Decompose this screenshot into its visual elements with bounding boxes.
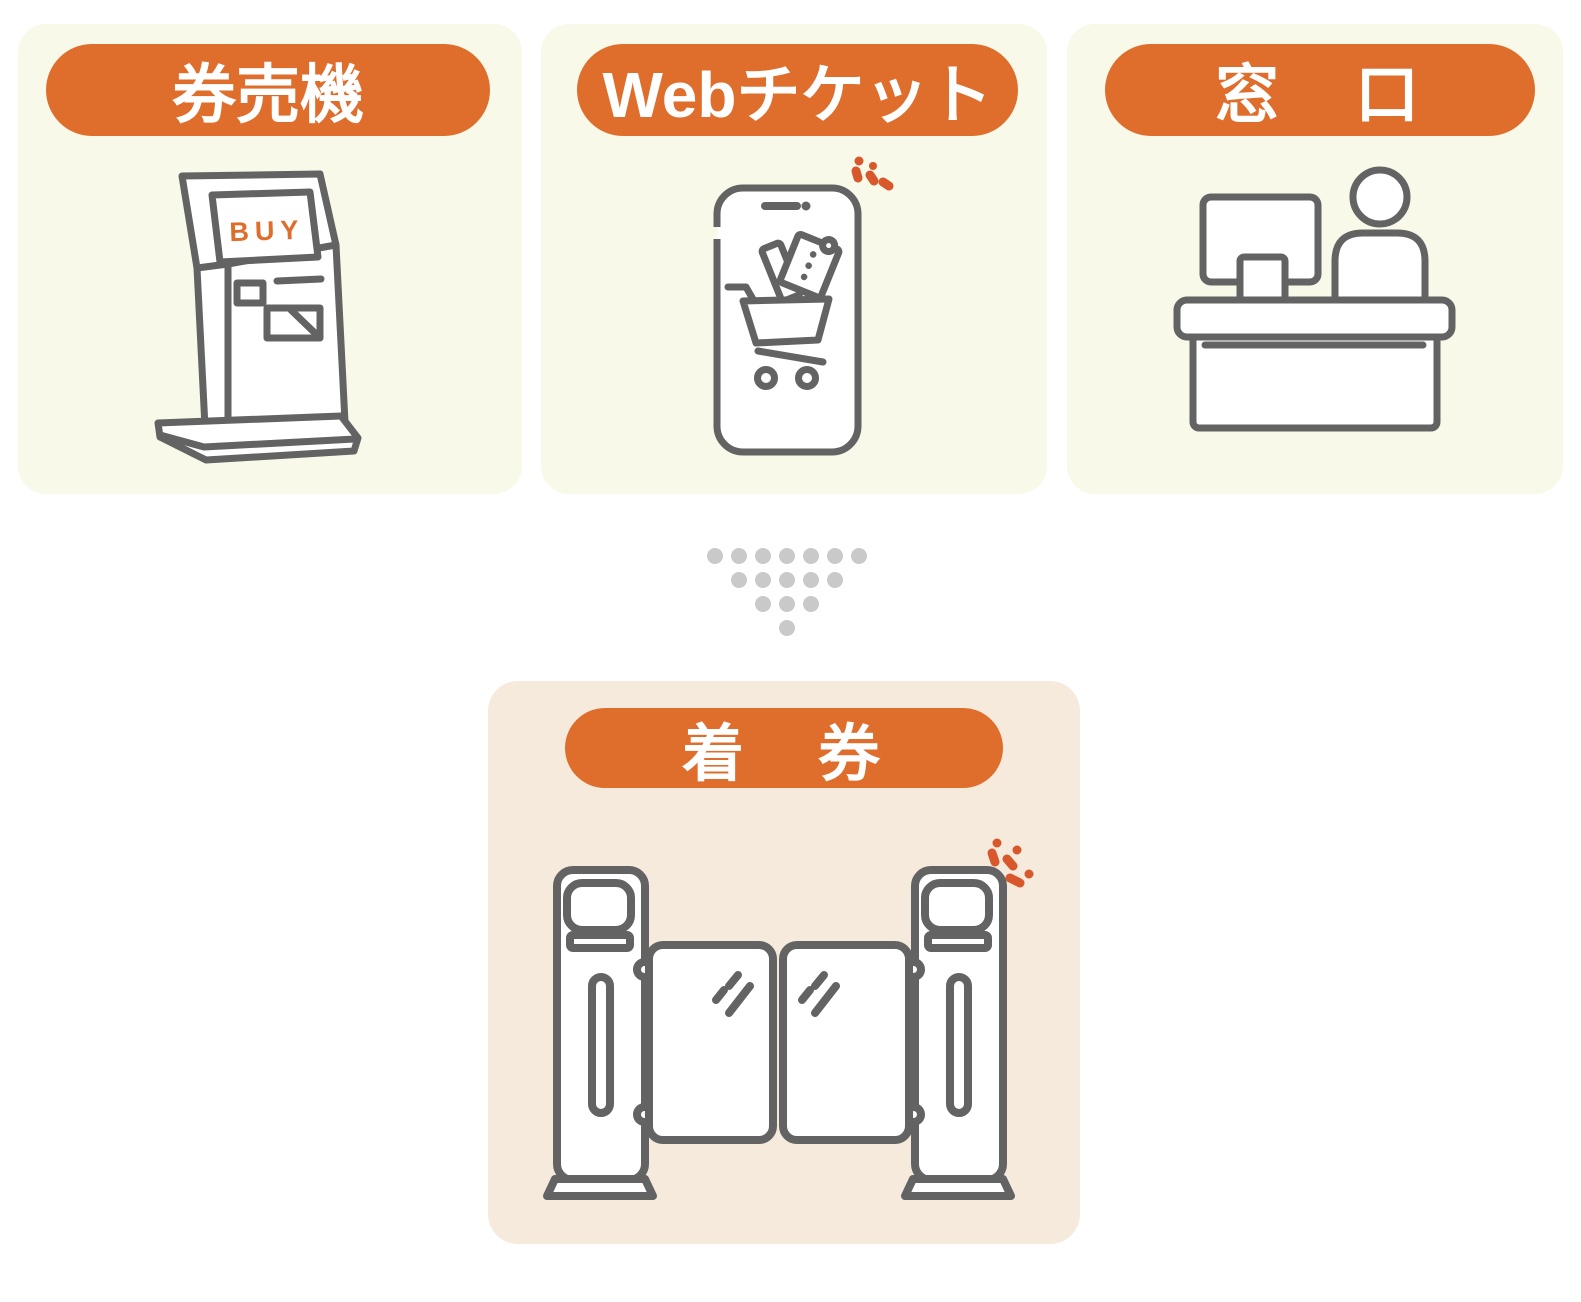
buy-screen-text: BUY — [229, 215, 305, 248]
method-card-ticket-machine: 券売機 BUY — [18, 24, 522, 494]
method-card-web-ticket: Webチケット — [541, 24, 1047, 494]
result-label: 着 券 — [681, 720, 886, 789]
kiosk-screen — [208, 188, 322, 266]
staff-body — [1331, 229, 1429, 309]
ticket-vending-machine-icon: BUY — [154, 170, 362, 464]
method-label-pill: Webチケット — [577, 44, 1018, 136]
method-label: Webチケット — [602, 59, 993, 131]
counter-staff-icon — [1173, 166, 1456, 432]
sparkle-icon — [851, 156, 894, 191]
result-card-ticket-gate: 着 券 — [488, 681, 1080, 1244]
method-card-counter: 窓 口 — [1067, 24, 1563, 494]
staff-head — [1349, 166, 1411, 228]
ticket-gate-icon — [543, 838, 1034, 1200]
method-label: 窓 口 — [1215, 59, 1425, 131]
gate-door-right — [779, 941, 913, 1144]
gate-door-left — [645, 941, 777, 1144]
result-label-pill: 着 券 — [565, 708, 1003, 789]
method-label-pill: 券売機 — [46, 44, 490, 136]
down-arrow-dots-icon — [707, 548, 867, 636]
smartphone-cart-icon — [708, 156, 894, 456]
method-label-pill: 窓 口 — [1105, 44, 1535, 136]
sparkle-icon — [987, 838, 1034, 888]
method-label: 券売機 — [172, 59, 364, 131]
ticket-notched — [776, 230, 843, 301]
